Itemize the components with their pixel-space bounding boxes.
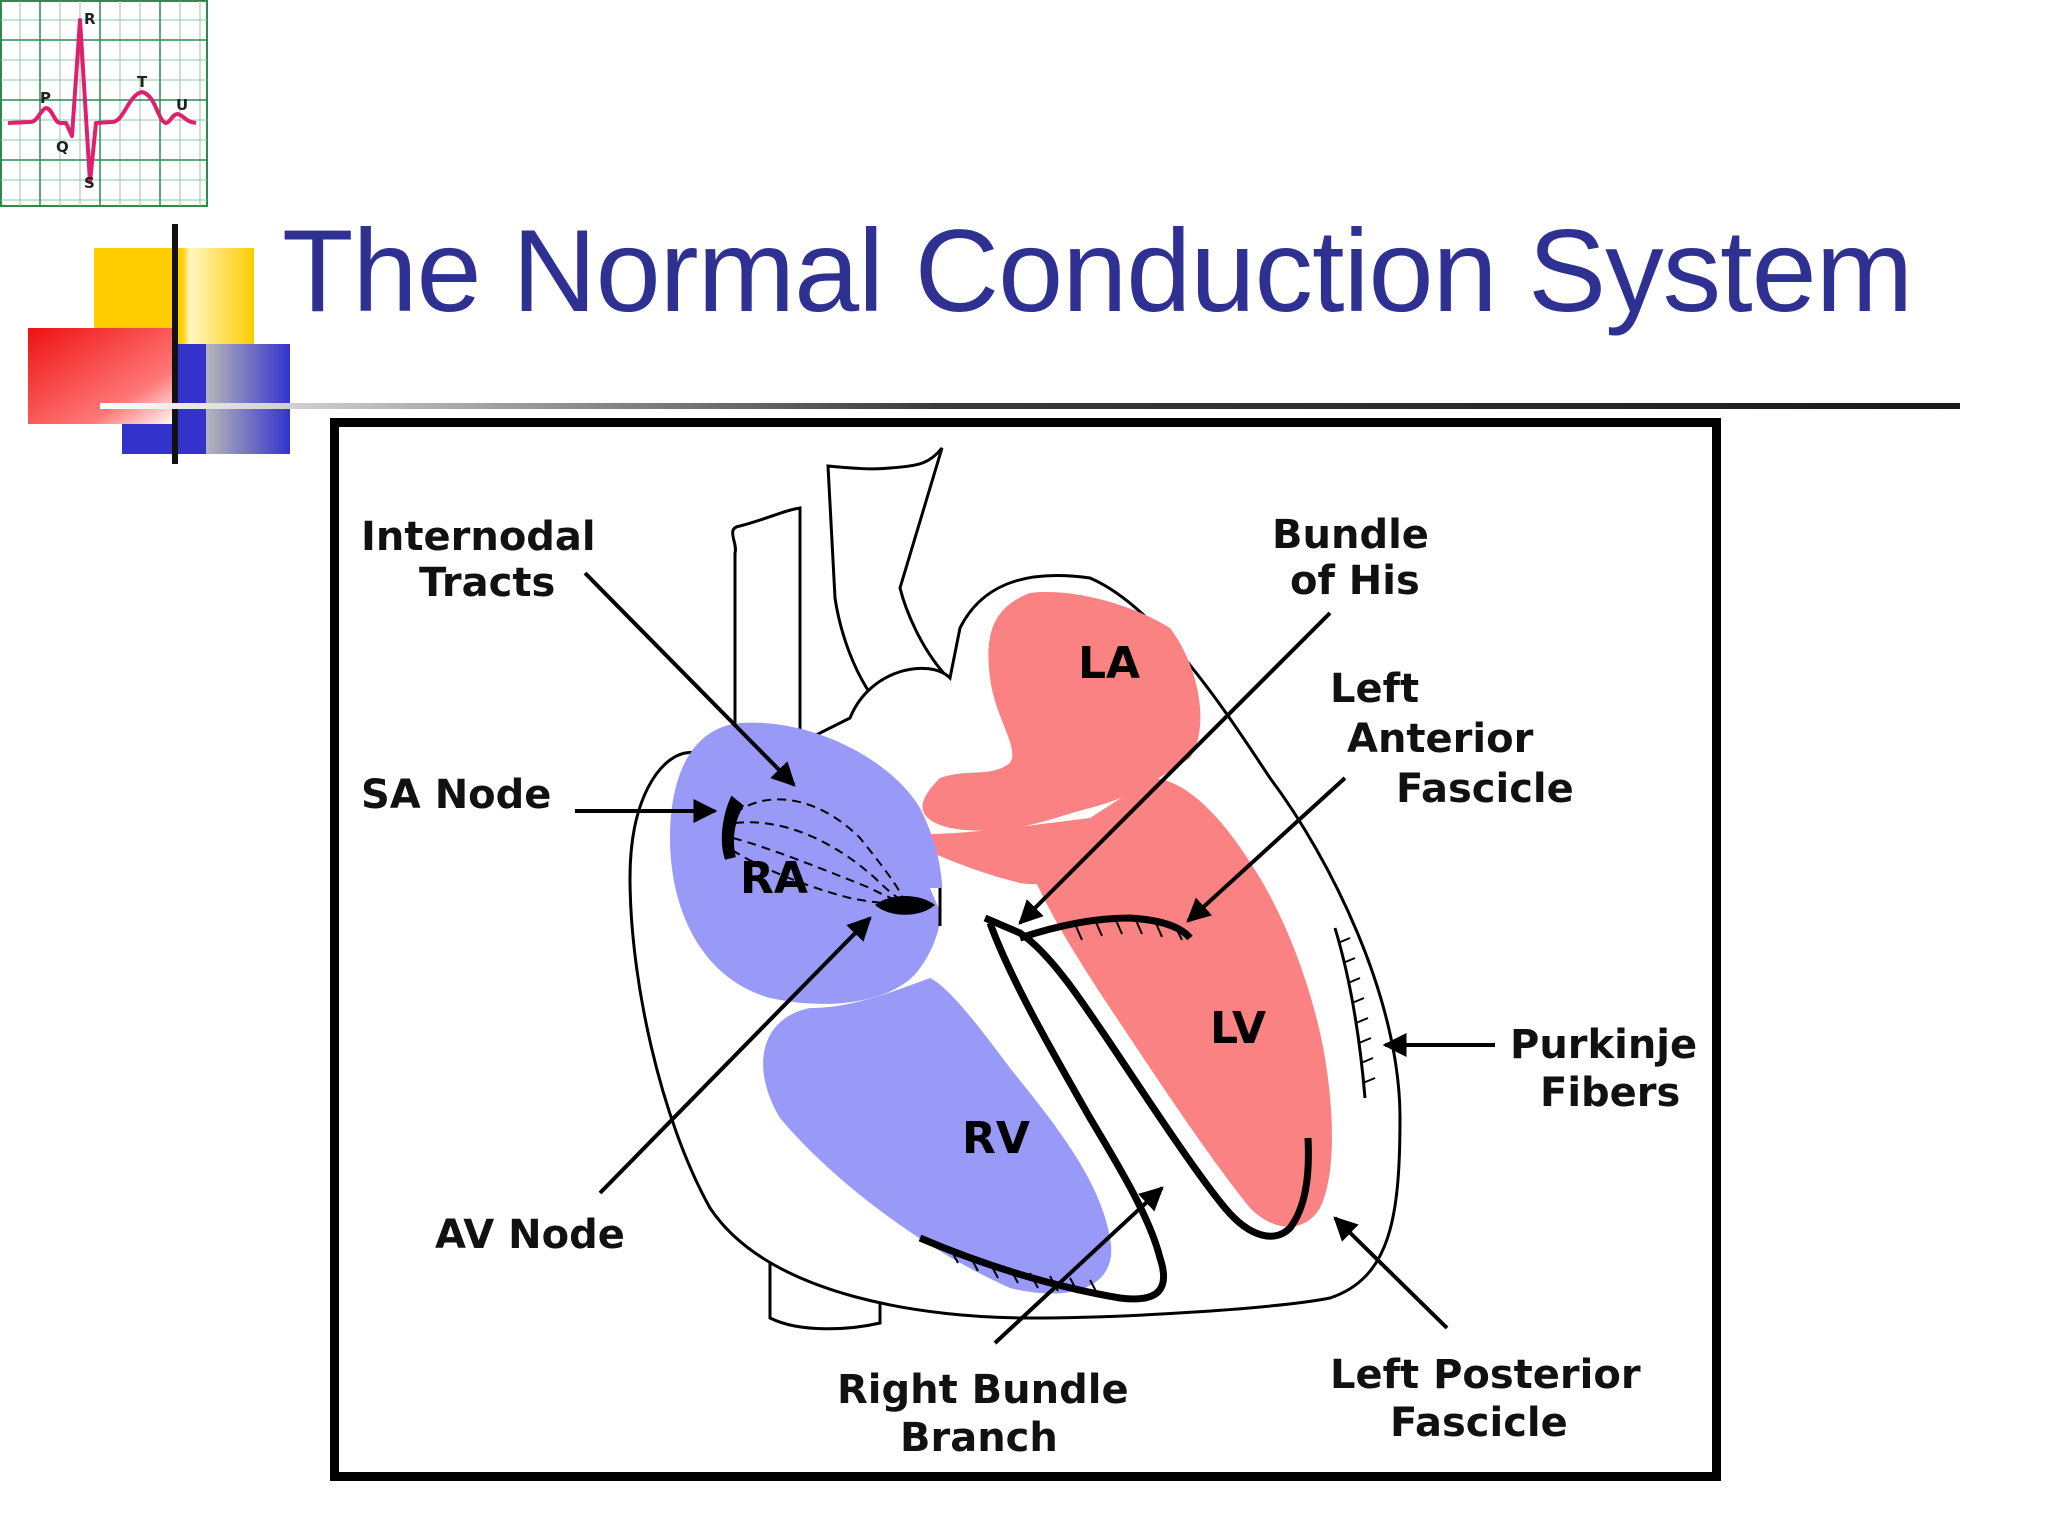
- title-underline: [100, 403, 1960, 409]
- purkinje-fibers-rv: [949, 1247, 1099, 1296]
- purkinje-fibers-anterior: [1074, 917, 1183, 941]
- chamber-label-ra: RA: [740, 853, 808, 904]
- left-atrium: [922, 592, 1201, 831]
- label-av-node: AV Node: [435, 1212, 625, 1258]
- sa-node: [721, 795, 745, 860]
- label-lpf-line2: Fascicle: [1390, 1400, 1568, 1446]
- right-bundle-branch-line: [918, 921, 1168, 1303]
- label-laf-line2: Anterior: [1347, 716, 1534, 762]
- label-purkinje-line2: Fibers: [1540, 1070, 1680, 1116]
- deco-square-red: [28, 328, 178, 424]
- bundle-branches: [983, 914, 1312, 1240]
- label-bundle-his-line2: of His: [1290, 558, 1420, 604]
- label-sa-node: SA Node: [361, 772, 551, 818]
- label-rbb-line1: Right Bundle: [837, 1367, 1129, 1413]
- purkinje-fibers-lateral: [1333, 927, 1367, 1099]
- label-bundle-his-line1: Bundle: [1272, 512, 1429, 558]
- left-ventricle: [1030, 778, 1332, 1227]
- label-lpf-line1: Left Posterior: [1330, 1352, 1641, 1398]
- arrow-bundle-his: [1018, 611, 1332, 925]
- label-rbb-line2: Branch: [900, 1415, 1058, 1461]
- label-laf-line3: Fascicle: [1396, 766, 1574, 812]
- septum: [930, 888, 1190, 1218]
- label-laf-line1: Left: [1330, 666, 1419, 712]
- arrow-av-node: [598, 916, 872, 1195]
- ecg-label-p: P: [40, 89, 51, 107]
- chamber-label-lv: LV: [1210, 1003, 1266, 1054]
- chamber-label-rv: RV: [962, 1113, 1030, 1164]
- decorative-squares: [28, 224, 290, 464]
- arrow-right-bundle-branch: [993, 1186, 1164, 1345]
- arrow-internodal-tracts: [583, 571, 796, 787]
- ecg-label-t: T: [137, 73, 148, 91]
- superior-vena-cava: [731, 506, 802, 750]
- right-ventricle: [763, 978, 1112, 1294]
- callout-arrows: [575, 571, 1495, 1345]
- label-internodal-tracts-line2: Tracts: [419, 560, 555, 606]
- ecg-label-u: U: [176, 96, 188, 114]
- arrow-left-posterior-fascicle: [1333, 1216, 1449, 1330]
- ecg-label-q: Q: [56, 138, 69, 156]
- ecg-label-s: S: [84, 174, 95, 192]
- ecg-label-r: R: [84, 10, 96, 28]
- label-internodal-tracts-line1: Internodal: [361, 514, 596, 560]
- chamber-label-la: LA: [1078, 638, 1140, 689]
- label-purkinje-line1: Purkinje: [1510, 1022, 1697, 1068]
- deco-vertical-bar: [172, 224, 178, 464]
- left-heart-base: [890, 793, 1150, 885]
- ecg-waveform-icon: R P T U Q S: [0, 0, 208, 207]
- page-title: The Normal Conduction System: [282, 205, 1913, 336]
- arrow-left-anterior-fascicle: [1186, 776, 1347, 923]
- heart-conduction-diagram: LA RA LV RV Internodal Tracts SA Node AV…: [361, 447, 1697, 1461]
- av-node: [875, 896, 935, 915]
